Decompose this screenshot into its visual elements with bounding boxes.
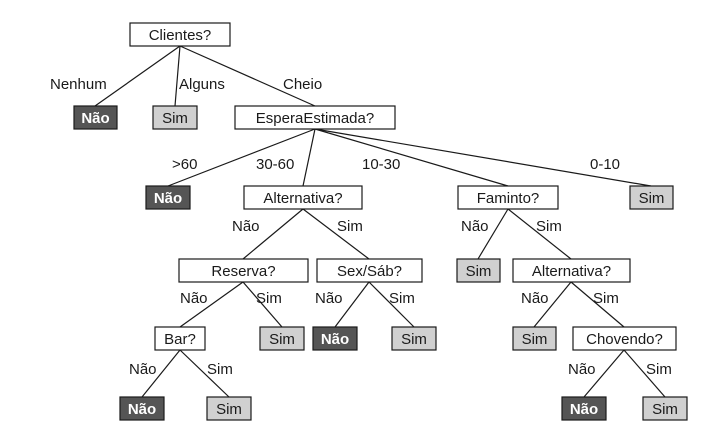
edge-label-alguns: Alguns — [179, 76, 225, 93]
edge-label-cheio: Cheio — [283, 76, 322, 93]
node-sim-label: Sim — [269, 331, 295, 348]
edge-alt2-sim — [533, 281, 572, 328]
node-reserva: Reserva? — [178, 258, 309, 283]
edge-clientes-espera — [179, 45, 316, 107]
edge-label-res-nao: Não — [180, 290, 208, 307]
edge-label-bar-nao: Não — [129, 361, 157, 378]
node-reserva-label: Reserva? — [211, 263, 275, 280]
node-sim-chovendo-sim: Sim — [642, 396, 688, 421]
node-sim-bar-sim: Sim — [206, 396, 252, 421]
edge-espera-faminto — [314, 128, 509, 187]
edge-label-nenhum: Nenhum — [50, 76, 107, 93]
edge-alt1-reserva — [242, 208, 304, 260]
edge-alt1-sexsab — [302, 208, 370, 260]
node-sex-sab-label: Sex/Sáb? — [337, 263, 402, 280]
edge-label-alt1-nao: Não — [232, 218, 260, 235]
node-nao-label: Não — [154, 190, 182, 207]
edge-label-alt2-nao: Não — [521, 290, 549, 307]
node-sex-sab: Sex/Sáb? — [316, 258, 423, 283]
edge-label-chov-nao: Não — [568, 361, 596, 378]
edge-clientes-nao — [94, 45, 181, 107]
node-faminto-label: Faminto? — [477, 190, 540, 207]
node-clientes-label: Clientes? — [149, 27, 212, 44]
edge-faminto-alt2 — [507, 208, 572, 260]
edge-label-10-30: 10-30 — [362, 156, 400, 173]
edge-label-alt2-sim: Sim — [593, 290, 619, 307]
edge-reserva-sim — [242, 281, 283, 328]
node-sim-label: Sim — [639, 190, 665, 207]
node-espera-label: EsperaEstimada? — [256, 110, 374, 127]
edge-label-gt60: >60 — [172, 156, 197, 173]
node-sim-label: Sim — [162, 110, 188, 127]
node-nao-label: Não — [321, 331, 349, 348]
edge-sexsab-sim — [368, 281, 415, 328]
node-sim-alt2-nao: Sim — [512, 326, 557, 351]
node-sim-sexsab-sim: Sim — [391, 326, 437, 351]
tree-edges — [94, 45, 666, 398]
node-sim-espera-0-10: Sim — [629, 185, 674, 210]
edge-faminto-sim — [477, 208, 509, 260]
node-alternativa-label: Alternativa? — [532, 263, 611, 280]
edge-labels: Nenhum Alguns Cheio >60 30-60 10-30 0-10… — [50, 76, 672, 378]
node-faminto: Faminto? — [457, 185, 559, 210]
edge-label-30-60: 30-60 — [256, 156, 294, 173]
node-nao-chovendo-nao: Não — [561, 396, 607, 421]
node-sim-faminto-nao: Sim — [456, 258, 501, 283]
edge-espera-alt1 — [302, 128, 316, 187]
node-nao-bar-nao: Não — [119, 396, 165, 421]
edge-label-0-10: 0-10 — [590, 156, 620, 173]
node-chovendo-label: Chovendo? — [586, 331, 663, 348]
edge-alt2-chovendo — [570, 281, 625, 328]
edge-label-alt1-sim: Sim — [337, 218, 363, 235]
node-espera-estimada: EsperaEstimada? — [234, 105, 396, 130]
node-nao-label: Não — [570, 401, 598, 418]
edge-bar-nao — [141, 349, 181, 398]
edge-label-res-sim: Sim — [256, 290, 282, 307]
edge-clientes-sim — [174, 45, 181, 107]
node-sim-reserva-sim: Sim — [259, 326, 305, 351]
node-alternativa-1: Alternativa? — [243, 185, 363, 210]
tree-nodes: Clientes? Não Sim EsperaEstimada? Não Al… — [73, 22, 688, 421]
node-bar-label: Bar? — [164, 331, 196, 348]
node-sim-label: Sim — [652, 401, 678, 418]
node-sim-clientes-alguns: Sim — [152, 105, 198, 130]
node-nao-clientes-nenhum: Não — [73, 105, 118, 130]
edge-label-fam-sim: Sim — [536, 218, 562, 235]
edge-label-sex-nao: Não — [315, 290, 343, 307]
node-sim-label: Sim — [522, 331, 548, 348]
edge-label-fam-nao: Não — [461, 218, 489, 235]
edge-espera-nao — [167, 128, 316, 187]
node-bar: Bar? — [154, 326, 206, 351]
edge-label-chov-sim: Sim — [646, 361, 672, 378]
node-alternativa-label: Alternativa? — [263, 190, 342, 207]
node-alternativa-2: Alternativa? — [512, 258, 631, 283]
node-nao-sexsab-nao: Não — [312, 326, 358, 351]
node-clientes: Clientes? — [129, 22, 231, 47]
node-sim-label: Sim — [401, 331, 427, 348]
node-nao-espera-gt60: Não — [145, 185, 191, 210]
node-sim-label: Sim — [216, 401, 242, 418]
edge-label-sex-sim: Sim — [389, 290, 415, 307]
edge-chovendo-sim — [623, 349, 666, 398]
edge-reserva-bar — [179, 281, 244, 328]
node-chovendo: Chovendo? — [572, 326, 677, 351]
edge-bar-sim — [179, 349, 230, 398]
edge-sexsab-nao — [334, 281, 370, 328]
edge-espera-sim — [314, 128, 652, 187]
node-nao-label: Não — [128, 401, 156, 418]
node-sim-label: Sim — [466, 263, 492, 280]
edge-chovendo-nao — [583, 349, 625, 398]
node-nao-label: Não — [81, 110, 109, 127]
edge-label-bar-sim: Sim — [207, 361, 233, 378]
